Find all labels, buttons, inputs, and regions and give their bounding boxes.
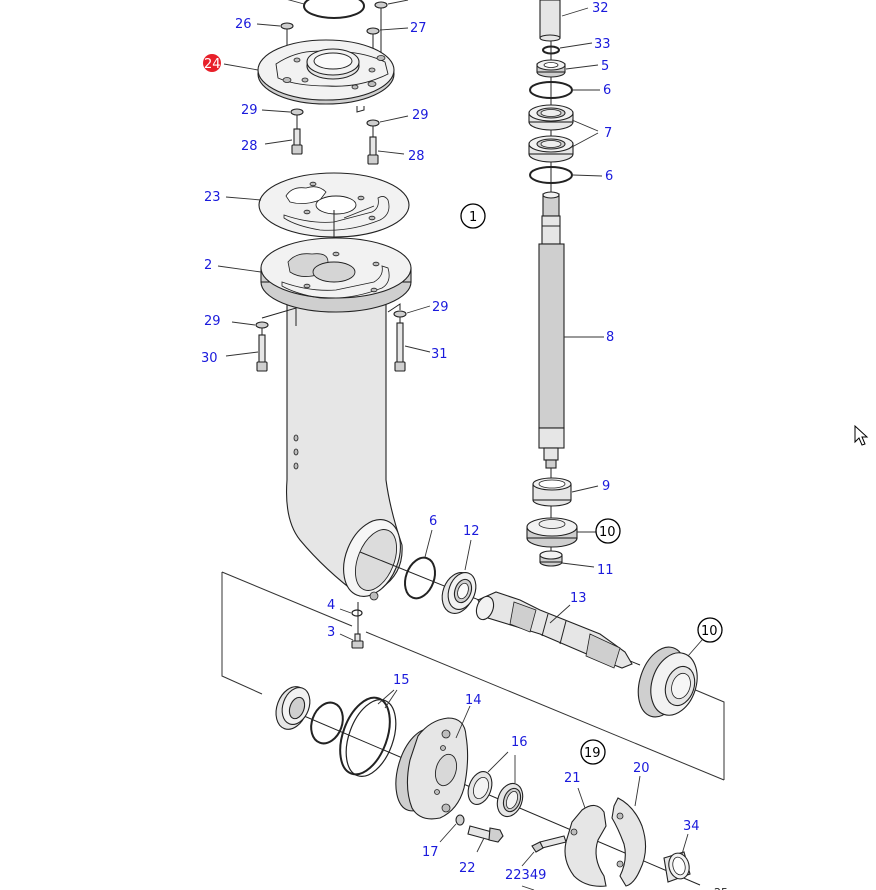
- part-29-washer-a: [290, 108, 304, 130]
- group-ref-1[interactable]: 1: [460, 203, 486, 229]
- group-ref-10-a-label: 10: [599, 525, 616, 540]
- part-21-cover-half: [564, 804, 607, 887]
- part-23-gasket: [258, 172, 410, 238]
- part-7-bearing-b: [528, 135, 574, 163]
- label-29-a[interactable]: 29: [241, 103, 258, 118]
- label-8[interactable]: 8: [606, 330, 614, 345]
- part-8-driveshaft: [538, 191, 565, 469]
- label-31[interactable]: 31: [431, 347, 448, 362]
- part-29-washer-d: [393, 310, 407, 324]
- part-10-crown-gear: [637, 646, 698, 718]
- label-22[interactable]: 22349: [505, 868, 546, 883]
- group-ref-19[interactable]: 19: [580, 739, 606, 765]
- part-3-drain-plug: [351, 633, 364, 649]
- group-ref-19-label: 19: [584, 746, 601, 761]
- label-29-d[interactable]: 29: [432, 300, 449, 315]
- label-17[interactable]: 22: [459, 861, 476, 876]
- label-11[interactable]: 11: [597, 563, 614, 578]
- label-21[interactable]: 21: [564, 771, 581, 786]
- part-14-bearing-housing: [395, 717, 469, 820]
- part-seal-lower-left: [275, 686, 311, 730]
- part-31-bolt: [394, 322, 406, 372]
- label-27[interactable]: 27: [410, 21, 427, 36]
- label-12[interactable]: 12: [463, 524, 480, 539]
- drawing-code: 25: [714, 886, 728, 890]
- label-15[interactable]: 15: [393, 673, 410, 688]
- label-14[interactable]: 14: [465, 693, 482, 708]
- label-18[interactable]: 17: [422, 845, 439, 860]
- label-13[interactable]: 13: [570, 591, 587, 606]
- label-32[interactable]: 32: [592, 1, 609, 16]
- label-30[interactable]: 30: [201, 351, 218, 366]
- part-6-oring-b: [529, 166, 573, 184]
- label-6-a[interactable]: 6: [603, 83, 611, 98]
- group-ref-10-b[interactable]: 10: [697, 617, 723, 643]
- label-33[interactable]: 33: [594, 37, 611, 52]
- mouse-cursor-icon: [854, 424, 869, 446]
- part-29-washer-b: [366, 119, 380, 138]
- label-4[interactable]: 4: [327, 598, 335, 613]
- label-29-b[interactable]: 29: [412, 108, 429, 123]
- part-7-bearing-a: [528, 104, 574, 131]
- part-18-washer: [455, 814, 465, 826]
- part-13-prop-shaft: [475, 591, 633, 669]
- part-28-bolt-b: [367, 136, 379, 165]
- label-9[interactable]: 9: [602, 479, 610, 494]
- label-6-b[interactable]: 6: [605, 169, 613, 184]
- label-28-a[interactable]: 28: [241, 139, 258, 154]
- label-3[interactable]: 3: [327, 625, 335, 640]
- label-6-c[interactable]: 6: [429, 514, 437, 529]
- label-29-c[interactable]: 29: [204, 314, 221, 329]
- part-15-oring-b: [339, 696, 397, 777]
- label-28-b[interactable]: 28: [408, 149, 425, 164]
- group-ref-10-b-label: 10: [701, 624, 718, 639]
- label-5[interactable]: 5: [601, 59, 609, 74]
- part-15-oring-a: [310, 701, 344, 745]
- part-24-flange: [257, 39, 395, 105]
- part-6-oring-c: [404, 556, 436, 600]
- label-26[interactable]: 26: [235, 17, 252, 32]
- label-2[interactable]: 2: [204, 258, 212, 273]
- highlighted-callout-24[interactable]: 24: [203, 54, 221, 72]
- part-22-bolt: [531, 835, 567, 853]
- label-34[interactable]: 34: [683, 819, 700, 834]
- part-32-sleeve: [539, 0, 561, 42]
- part-4-oring: [351, 609, 363, 617]
- part-17-bolt: [467, 825, 504, 843]
- part-33-oring: [542, 45, 560, 55]
- part-28-bolt-a: [291, 128, 303, 155]
- label-23[interactable]: 23: [204, 190, 221, 205]
- part-11-nut: [539, 550, 563, 567]
- part-20-cover-half: [611, 797, 647, 887]
- part-12-bearing: [441, 572, 477, 614]
- part-washer-top-right: [374, 1, 388, 9]
- label-24[interactable]: 24: [204, 57, 221, 72]
- part-16-seal-a: [467, 771, 493, 805]
- group-ref-1-label: 1: [469, 210, 477, 225]
- part-5-nut: [536, 59, 566, 78]
- label-20[interactable]: 20: [633, 761, 650, 776]
- label-7[interactable]: 7: [604, 126, 612, 141]
- part-9-needle-bearing: [532, 477, 572, 507]
- part-2-upper-housing: [260, 237, 412, 601]
- part-10-pinion-gear: [526, 517, 578, 548]
- part-16-seal-b: [496, 782, 524, 818]
- part-34-bushing: [663, 851, 691, 883]
- part-29-washer-c: [255, 321, 269, 336]
- part-25-oring: [303, 0, 365, 19]
- part-30-bolt: [256, 334, 268, 372]
- label-16[interactable]: 16: [511, 735, 528, 750]
- part-6-oring-a: [529, 81, 573, 99]
- group-ref-10-a[interactable]: 10: [595, 518, 621, 544]
